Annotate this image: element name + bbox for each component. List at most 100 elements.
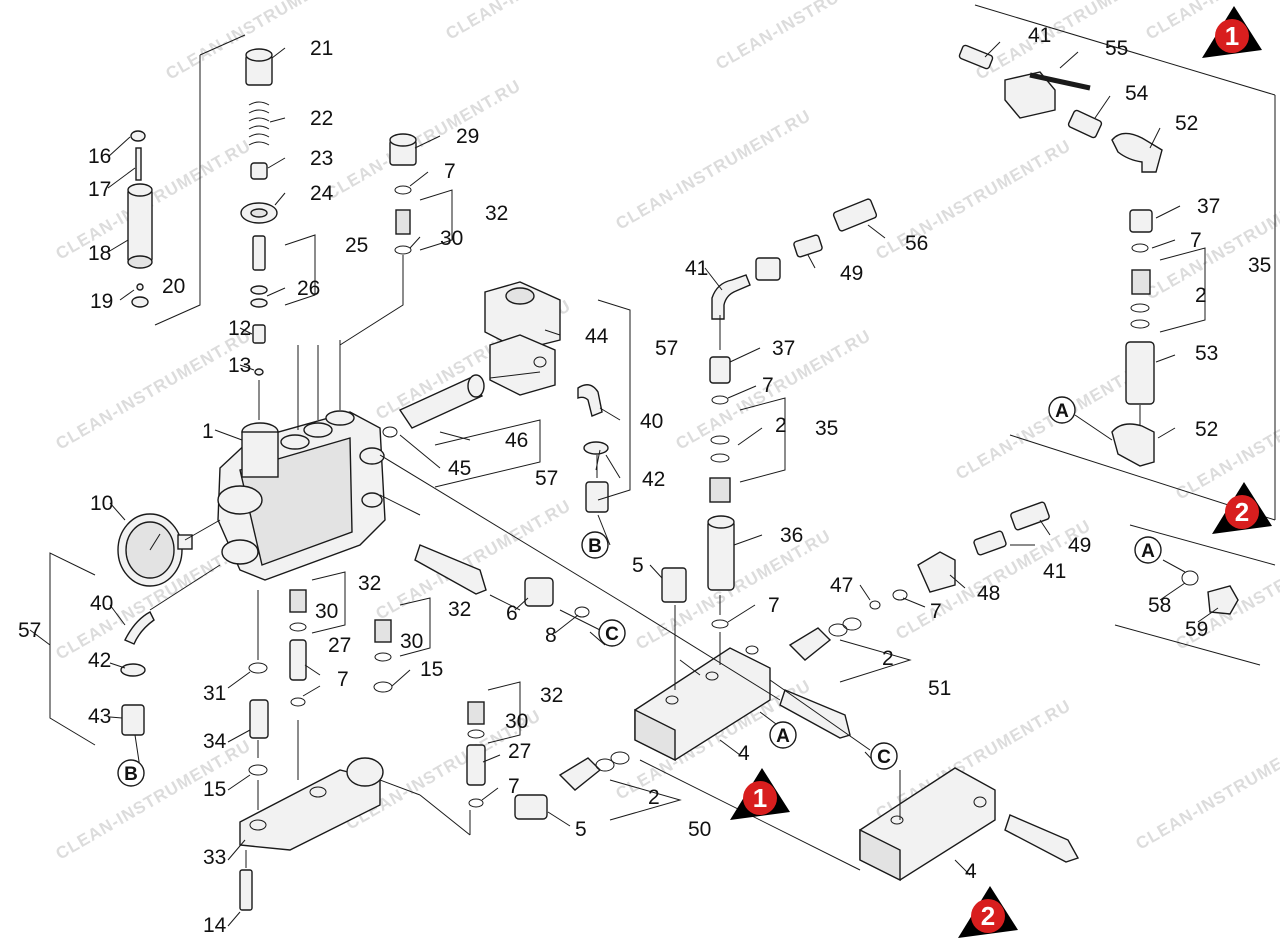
watermark-text: CLEAN-INSTRUMENT.RU [443,0,645,43]
part-number-label: 2 [775,414,787,437]
part-number-label: 59 [1185,618,1208,641]
circle-label-a: A [770,722,796,748]
part-number-label: 41 [685,257,708,280]
part-number-label: 31 [203,682,226,705]
watermark-text: CLEAN-INSTRUMENT.RU [53,136,255,263]
svg-text:B: B [124,764,138,785]
part-number-label: 15 [420,658,443,681]
part-number-label: 52 [1195,418,1218,441]
part-number-label: 21 [310,37,333,60]
svg-text:A: A [1055,401,1069,422]
part-number-label: 18 [88,242,111,265]
part-number-label: 7 [337,668,349,691]
watermark-text: CLEAN-INSTRUMENT.RU [1173,376,1280,503]
part-number-label: 41 [1028,24,1051,47]
part-number-label: 54 [1125,82,1149,105]
svg-text:C: C [605,624,619,645]
marker-1-top: 1 [1202,6,1262,58]
part-number-label: 41 [1043,560,1066,583]
part-number-label: 30 [315,600,338,623]
part-number-label: 57 [655,337,678,360]
part-number-label: 19 [90,290,113,313]
center-hose-parts [578,385,608,512]
part-number-label: 36 [780,524,803,547]
part-number-label: 27 [328,634,351,657]
circle-label-c: C [599,620,625,646]
part-number-label: 27 [508,740,531,763]
watermark-text: CLEAN-INSTRUMENT.RU [53,326,255,453]
part-number-label: 26 [297,277,320,300]
part-number-label: 23 [310,147,333,170]
part-number-label: 7 [930,600,942,623]
watermark-text: CLEAN-INSTRUMENT.RU [1133,726,1280,853]
part-number-label: 40 [90,592,113,615]
watermark-text: CLEAN-INSTRUMENT.RU [713,0,915,73]
part-number-label: 37 [772,337,795,360]
svg-text:B: B [588,536,602,557]
part-number-label: 58 [1148,594,1171,617]
part-number-label: 30 [400,630,423,653]
part-number-label: 56 [905,232,928,255]
part-number-label: 25 [345,234,368,257]
left-column-parts [128,131,152,307]
part-number-label: 35 [815,417,838,440]
part-number-label: 47 [830,574,853,597]
part-number-label: 13 [228,354,251,377]
part-number-label: 33 [203,846,226,869]
part-number-label: 35 [1248,254,1271,277]
part-number-label: 5 [575,818,587,841]
watermark-text: CLEAN-INSTRUMENT.RU [1143,0,1280,43]
part-number-label: 2 [648,786,660,809]
svg-text:2: 2 [981,901,995,931]
part-number-label: 10 [90,492,113,515]
part-number-label: 45 [448,457,471,480]
part-number-label: 32 [485,202,508,225]
svg-text:A: A [776,726,790,747]
part-number-label: 53 [1195,342,1218,365]
part-number-label: 46 [505,429,528,452]
watermark-text: CLEAN-INSTRUMENT.RU [973,0,1175,83]
watermark-text: CLEAN-INSTRUMENT.RU [323,76,525,203]
marker-2-right: 2 [1212,482,1272,534]
part-number-label: 50 [688,818,711,841]
circle-label-c: C [871,743,897,769]
part-number-label: 4 [965,860,977,883]
circle-label-a: A [1135,537,1161,563]
part-number-label: 57 [535,467,558,490]
circle-label-b: B [118,760,144,786]
pump-head-body [218,411,385,580]
part-number-label: 32 [540,684,563,707]
part-number-label: 32 [358,572,381,595]
svg-text:A: A [1141,541,1155,562]
part-number-label: 7 [508,775,520,798]
part-number-label: 1 [202,420,214,443]
watermark-text: CLEAN-INSTRUMENT.RU [613,106,815,233]
part-number-label: 43 [88,705,111,728]
part-number-label: 30 [440,227,463,250]
circle-label-a: A [1049,397,1075,423]
part-number-label: 8 [545,624,557,647]
part-number-label: 49 [1068,534,1091,557]
part-number-label: 55 [1105,37,1128,60]
part-number-label: 44 [585,325,609,348]
inset-2-parts [1182,571,1238,614]
part-number-label: 17 [88,178,111,201]
part-number-label: 4 [738,742,750,765]
manifold-block-upper [635,646,770,760]
part-number-label: 42 [88,649,111,672]
part-number-label: 7 [768,594,780,617]
plug-valve-stack [390,134,416,254]
part-number-label: 34 [203,730,227,753]
part-number-label: 29 [456,125,479,148]
part-number-label: 15 [203,778,226,801]
part-number-label: 51 [928,677,951,700]
part-number-label: 16 [88,145,111,168]
svg-text:1: 1 [753,783,767,813]
solenoid-valve [485,282,560,395]
part-number-label: 52 [1175,112,1198,135]
part-number-label: 48 [977,582,1000,605]
part-number-label: 24 [310,182,334,205]
part-number-label: 7 [1190,229,1202,252]
